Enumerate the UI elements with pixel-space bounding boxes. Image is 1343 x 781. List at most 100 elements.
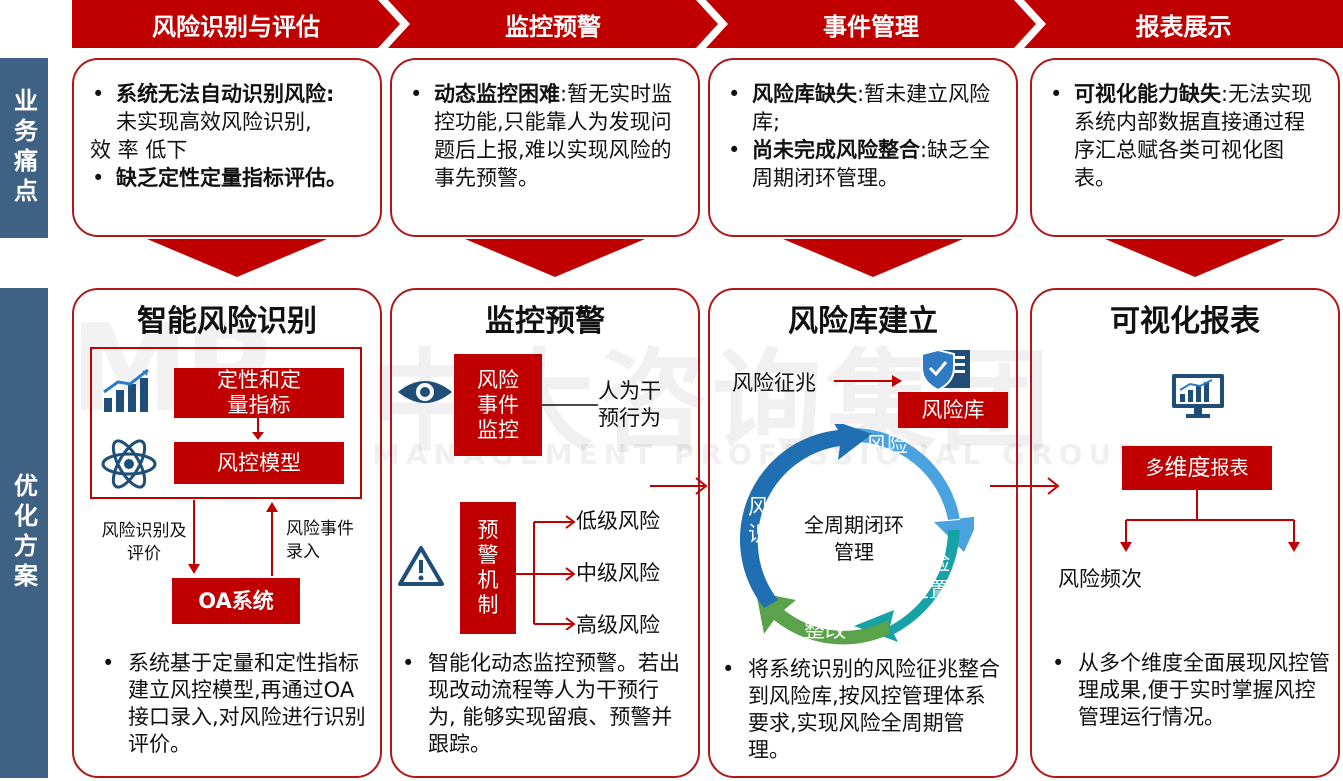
- event-entry-label: 风险事件录入: [286, 519, 354, 562]
- bar-chart-icon: [103, 368, 149, 412]
- solution-4-desc: •从多个维度全面展现风控管 理成果,便于实时掌握风控 管理运行情况。: [1052, 651, 1330, 729]
- warning-mechanism-label: 预警机制: [477, 518, 499, 617]
- flow-arrow-3-4: [990, 477, 1060, 495]
- solution-box-4: [1030, 288, 1340, 778]
- flow-arrow-2-3: [650, 477, 708, 495]
- indicators-to-model-arrow: [252, 418, 264, 440]
- side-label-pain-text: 业务痛点: [9, 88, 38, 208]
- solution-box-1: [72, 288, 382, 778]
- cycle-handle-label: 风险处置: [908, 551, 950, 602]
- risk-frequency-label: 风险频次: [1058, 567, 1142, 591]
- cycle-rectify-label: 风险整改: [804, 591, 846, 642]
- solution-4-title: 可视化报表: [1110, 304, 1260, 339]
- solution-1-desc: •系统基于定量和定性指标建立风控模型,再通过OA接口录入,对风险进行识别评价。: [102, 651, 366, 756]
- pain-2-rest-1: :暂无实时监控功能,只能靠人为发现问题后上报,难以实现风险的事先预警。: [434, 82, 673, 190]
- pain-3-rest-1: :暂未建立风险库;: [752, 82, 991, 134]
- model-oa-arrows: [188, 500, 278, 576]
- human-intervention-label: 人为干预行为: [598, 379, 661, 430]
- pain-3-rest-2: :缺乏全周期闭环管理。: [752, 138, 991, 190]
- risk-signal-label: 风险征兆: [732, 371, 816, 395]
- atom-icon: [101, 439, 157, 489]
- pain-1-bullet-2: 缺乏定性定量指标评估。: [88, 164, 366, 192]
- cycle-segment-report: [852, 428, 974, 552]
- pain-1-line-2: 未实现高效风险识别,: [116, 110, 312, 134]
- pain-3-bullet-2: 尚未完成风险整合:缺乏全周期闭环管理。: [724, 136, 1002, 192]
- solution-1-desc-text: 系统基于定量和定性指标建立风控模型,再通过OA接口录入,对风险进行识别评价。: [128, 651, 366, 756]
- stage-2-header: 监控预警: [388, 0, 718, 48]
- pain-2-bullet-1: 动态监控困难:暂无实时监控功能,只能靠人为发现问题后上报,难以实现风险的事先预警…: [406, 80, 684, 192]
- high-risk-label: 高级风险: [576, 613, 660, 637]
- solution-1-title: 智能风险识别: [137, 304, 317, 339]
- monitor-line: [542, 404, 598, 406]
- event-monitor-label: 风险事件监控: [477, 367, 519, 442]
- monitor-chart-icon: [1172, 374, 1224, 418]
- pain-1-bold-2: 缺乏定性定量指标评估。: [116, 166, 347, 190]
- pain-box-4: 可视化能力缺失:无法实现系统内部数据直接通过程序汇总赋各类可视化图表。: [1030, 58, 1340, 237]
- pain-2-bold-1: 动态监控困难: [434, 82, 560, 106]
- pain-3-bullet-1: 风险库缺失:暂未建立风险库;: [724, 80, 1002, 136]
- indicators-label: 定性和定量指标: [217, 368, 301, 417]
- solution-2-desc: •智能化动态监控预警。若出 现改动流程等人为干预行为, 能够实现留痕、预警并跟踪…: [402, 651, 680, 756]
- report-box-prefix: 多: [1145, 456, 1165, 479]
- pain-box-1: 系统无法自动识别风险: 未实现高效风险识别, 效 率 低下 缺乏定性定量指标评估…: [72, 58, 382, 237]
- signal-to-library-arrow: [834, 375, 902, 387]
- stage-2-label: 监控预警: [505, 12, 601, 41]
- event-monitor-box: 风险事件监控: [454, 354, 542, 456]
- pain-box-2: 动态监控困难:暂无实时监控功能,只能靠人为发现问题后上报,难以实现风险的事先预警…: [390, 58, 700, 237]
- warning-branch-arrows: [516, 515, 576, 630]
- database-shield-icon: [921, 348, 970, 392]
- pain-4-bullet-1: 可视化能力缺失:无法实现系统内部数据直接通过程序汇总赋各类可视化图表。: [1046, 80, 1324, 192]
- risk-model-box: 风控模型: [174, 442, 344, 484]
- stage-3-label: 事件管理: [823, 12, 919, 41]
- stage-4-label: 报表展示: [1135, 12, 1232, 41]
- cycle-center-label: 全周期闭环管理: [804, 513, 904, 564]
- oa-system-box: OA系统: [172, 578, 300, 624]
- cycle-segment-rectify: [756, 592, 890, 645]
- solution-box-2: [390, 288, 700, 778]
- eye-icon: [398, 381, 452, 403]
- warning-icon: [398, 546, 444, 586]
- stage-1-header: 风险识别与评估: [72, 0, 400, 48]
- risk-library-label: 风险库: [921, 397, 985, 422]
- low-risk-label: 低级风险: [576, 509, 660, 533]
- pain-3-bold-2: 尚未完成风险整合: [752, 138, 920, 162]
- cycle-segment-handle: [854, 530, 960, 642]
- solution-2-desc-text: 智能化动态监控预警。若出 现改动流程等人为干预行为, 能够实现留痕、预警并跟踪。: [428, 651, 680, 756]
- side-label-solution: 优化方案: [0, 288, 48, 778]
- stage-1-label: 风险识别与评估: [152, 12, 320, 41]
- solution-3-title: 风险库建立: [788, 304, 938, 339]
- solution-2-title: 监控预警: [485, 304, 605, 339]
- risk-model-label: 风控模型: [217, 450, 301, 475]
- report-box-middle: 维度: [1164, 454, 1211, 481]
- side-label-pain: 业务痛点: [0, 58, 48, 238]
- solution-box-3: [708, 288, 1018, 778]
- warning-mechanism-box: 预警机制: [460, 502, 516, 634]
- pain-4-rest-1: :无法实现系统内部数据直接通过程序汇总赋各类可视化图表。: [1074, 82, 1313, 190]
- identify-eval-label: 风险识别及评价: [101, 521, 187, 564]
- down-arrow-1: [147, 239, 327, 277]
- report-branch-arrows: [1120, 490, 1300, 552]
- cycle-report-label: 风险上报: [866, 433, 908, 484]
- down-arrow-4: [1105, 239, 1285, 277]
- report-box-suffix: 报表: [1210, 456, 1249, 479]
- pain-1-bullet-1: 系统无法自动识别风险: 未实现高效风险识别,: [88, 80, 366, 136]
- mid-risk-label: 中级风险: [576, 561, 660, 585]
- risk-library-box: 风险库: [898, 392, 1008, 428]
- solution-3-desc: •将系统识别的风险征兆整合 到风险库,按风控管理体系 要求,实现风险全周期管理。: [722, 657, 1000, 762]
- solution-3-desc-text: 将系统识别的风险征兆整合 到风险库,按风控管理体系 要求,实现风险全周期管理。: [748, 657, 1000, 762]
- down-arrow-2: [465, 239, 645, 277]
- down-arrow-3: [783, 239, 963, 277]
- side-label-solution-text: 优化方案: [9, 473, 38, 593]
- oa-system-label: OA系统: [198, 588, 274, 613]
- stage-4-header: 报表展示: [1024, 0, 1343, 48]
- pain-box-3: 风险库缺失:暂未建立风险库; 尚未完成风险整合:缺乏全周期闭环管理。: [708, 58, 1018, 237]
- model-frame: [90, 347, 362, 499]
- stage-3-header: 事件管理: [706, 0, 1036, 48]
- pain-3-bold-1: 风险库缺失: [752, 82, 857, 106]
- indicators-box: 定性和定量指标: [174, 368, 344, 418]
- multi-dimension-report-box: 多维度报表: [1122, 446, 1272, 490]
- lifecycle-cycle-diagram: [740, 424, 974, 645]
- solution-4-desc-text: 从多个维度全面展现风控管 理成果,便于实时掌握风控 管理运行情况。: [1078, 651, 1330, 729]
- cycle-identify-label: 风险识别: [748, 495, 790, 546]
- cycle-segment-identify: [740, 424, 872, 608]
